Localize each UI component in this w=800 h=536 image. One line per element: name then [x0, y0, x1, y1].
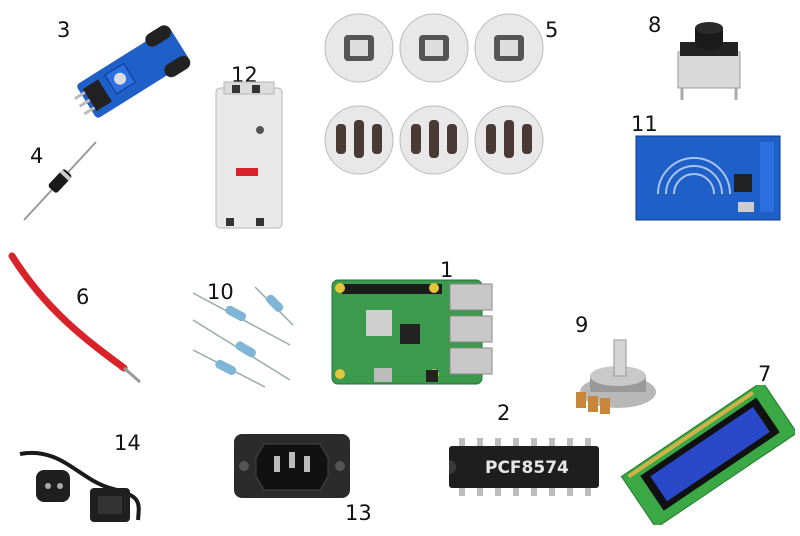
label-11: 11 — [631, 112, 658, 136]
label-13: 13 — [345, 501, 372, 525]
tactile-button — [670, 22, 750, 102]
power-cable — [10, 440, 150, 532]
label-12: 12 — [231, 63, 258, 87]
red-wire — [6, 250, 146, 385]
label-3: 3 — [57, 18, 71, 42]
label-1: 1 — [440, 258, 454, 282]
label-9: 9 — [575, 313, 589, 337]
raspberry-pi-board — [330, 278, 495, 388]
label-10: 10 — [207, 280, 234, 304]
label-6: 6 — [76, 285, 90, 309]
led-modules — [322, 8, 547, 183]
diode — [20, 138, 100, 223]
label-2: 2 — [497, 401, 511, 425]
label-14: 14 — [114, 431, 141, 455]
din-rail-power-supply — [212, 80, 292, 235]
ir-sensor-module — [68, 18, 198, 128]
resistors — [185, 285, 295, 390]
label-8: 8 — [648, 13, 662, 37]
iec-power-socket — [232, 432, 352, 500]
potentiometer — [570, 332, 660, 422]
label-5: 5 — [545, 18, 559, 42]
chip-label: PCF8574 — [485, 458, 569, 478]
rfid-module — [634, 134, 782, 222]
label-4: 4 — [30, 144, 44, 168]
pcf8574-chip: PCF8574 — [447, 438, 602, 498]
label-7: 7 — [758, 362, 772, 386]
lcd-1602-display — [620, 385, 795, 525]
